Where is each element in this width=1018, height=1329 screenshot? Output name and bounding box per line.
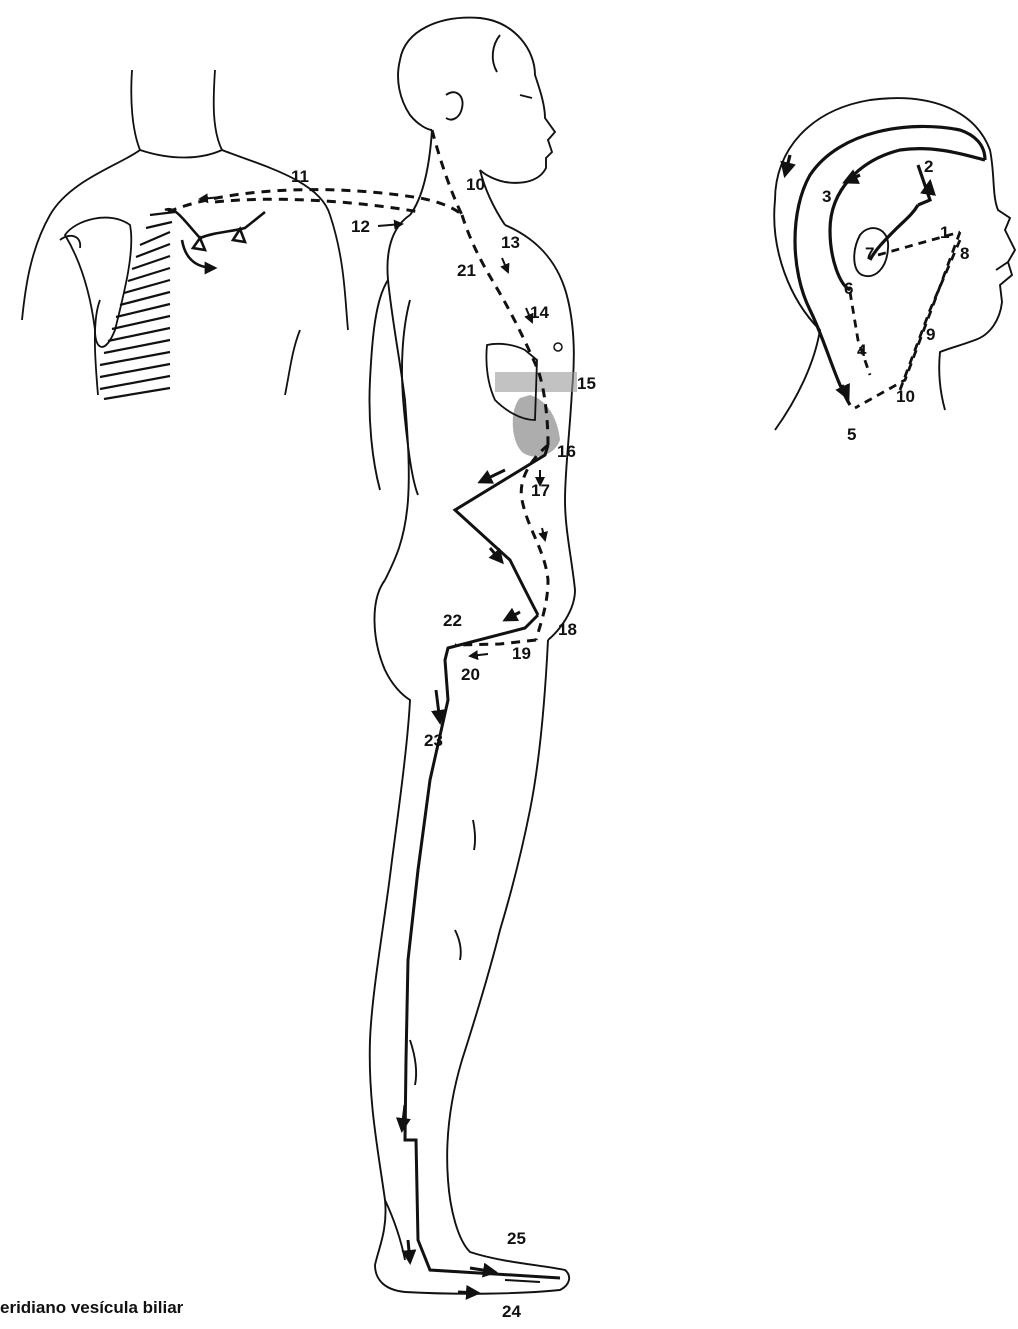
label-17: 17 — [531, 482, 550, 499]
label-15: 15 — [577, 375, 596, 392]
label-8: 8 — [960, 245, 969, 262]
shoulder-channel — [165, 209, 265, 268]
label-5: 5 — [847, 426, 856, 443]
liver-region — [486, 343, 577, 457]
label-1: 1 — [940, 224, 949, 241]
label-2: 2 — [924, 158, 933, 175]
label-9: 9 — [926, 326, 935, 343]
label-11: 11 — [291, 168, 309, 185]
label-10-body: 10 — [466, 176, 485, 193]
label-19: 19 — [512, 645, 531, 662]
label-23: 23 — [424, 732, 443, 749]
label-21: 21 — [457, 262, 476, 279]
label-10-head: 10 — [896, 388, 915, 405]
label-22: 22 — [443, 612, 462, 629]
figure-caption: eridiano vesícula biliar — [0, 1298, 183, 1318]
label-3: 3 — [822, 188, 831, 205]
label-6: 6 — [844, 280, 853, 297]
label-4: 4 — [857, 342, 866, 359]
label-25: 25 — [507, 1230, 526, 1247]
meridian-solid-path — [402, 445, 560, 1293]
head-profile-outline — [774, 98, 1015, 430]
label-16: 16 — [557, 443, 576, 460]
label-20: 20 — [461, 666, 480, 683]
label-7: 7 — [865, 245, 874, 262]
label-13: 13 — [501, 234, 520, 251]
label-12: 12 — [351, 218, 370, 235]
label-14: 14 — [530, 304, 549, 321]
label-24: 24 — [502, 1303, 521, 1320]
dashed-arrows — [200, 197, 545, 1282]
head-meridian-solid — [785, 126, 985, 405]
back-view-figure — [22, 70, 348, 395]
spine-ribs — [100, 212, 175, 399]
label-18: 18 — [558, 621, 577, 638]
